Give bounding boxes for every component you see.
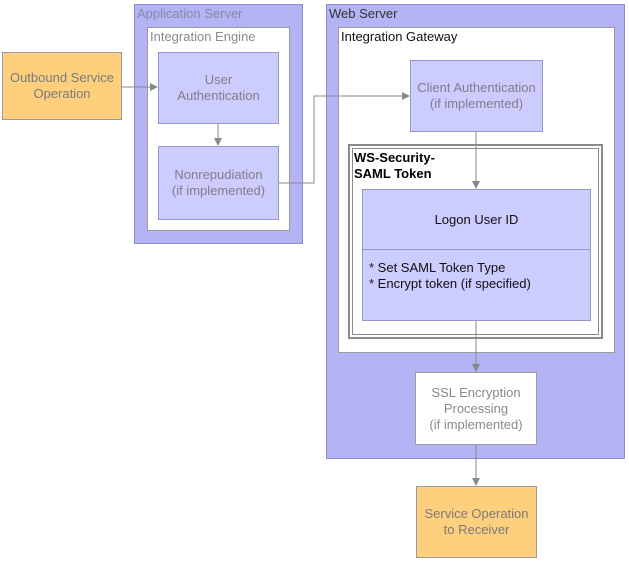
web-server-label: Web Server (329, 6, 398, 21)
nonrepudiation-box: Nonrepudiation (if implemented) (158, 146, 279, 220)
client-authentication-box: Client Authentication (if implemented) (410, 60, 543, 132)
integration-gateway-label: Integration Gateway (341, 29, 458, 44)
logon-user-id-box: Logon User ID (362, 189, 591, 250)
integration-engine-label: Integration Engine (150, 29, 256, 44)
ws-security-label: WS-Security- SAML Token (354, 150, 435, 181)
ssl-encryption-box: SSL Encryption Processing (if implemente… (415, 372, 537, 445)
saml-token-details-box: * Set SAML Token Type * Encrypt token (i… (362, 249, 591, 321)
service-operation-to-receiver-box: Service Operation to Receiver (416, 486, 537, 558)
arrow-nonrepudiation-to-client-auth (279, 92, 410, 184)
application-server-label: Application Server (137, 6, 243, 21)
outbound-service-operation-box: Outbound Service Operation (2, 52, 122, 120)
user-authentication-box: User Authentication (158, 52, 279, 124)
